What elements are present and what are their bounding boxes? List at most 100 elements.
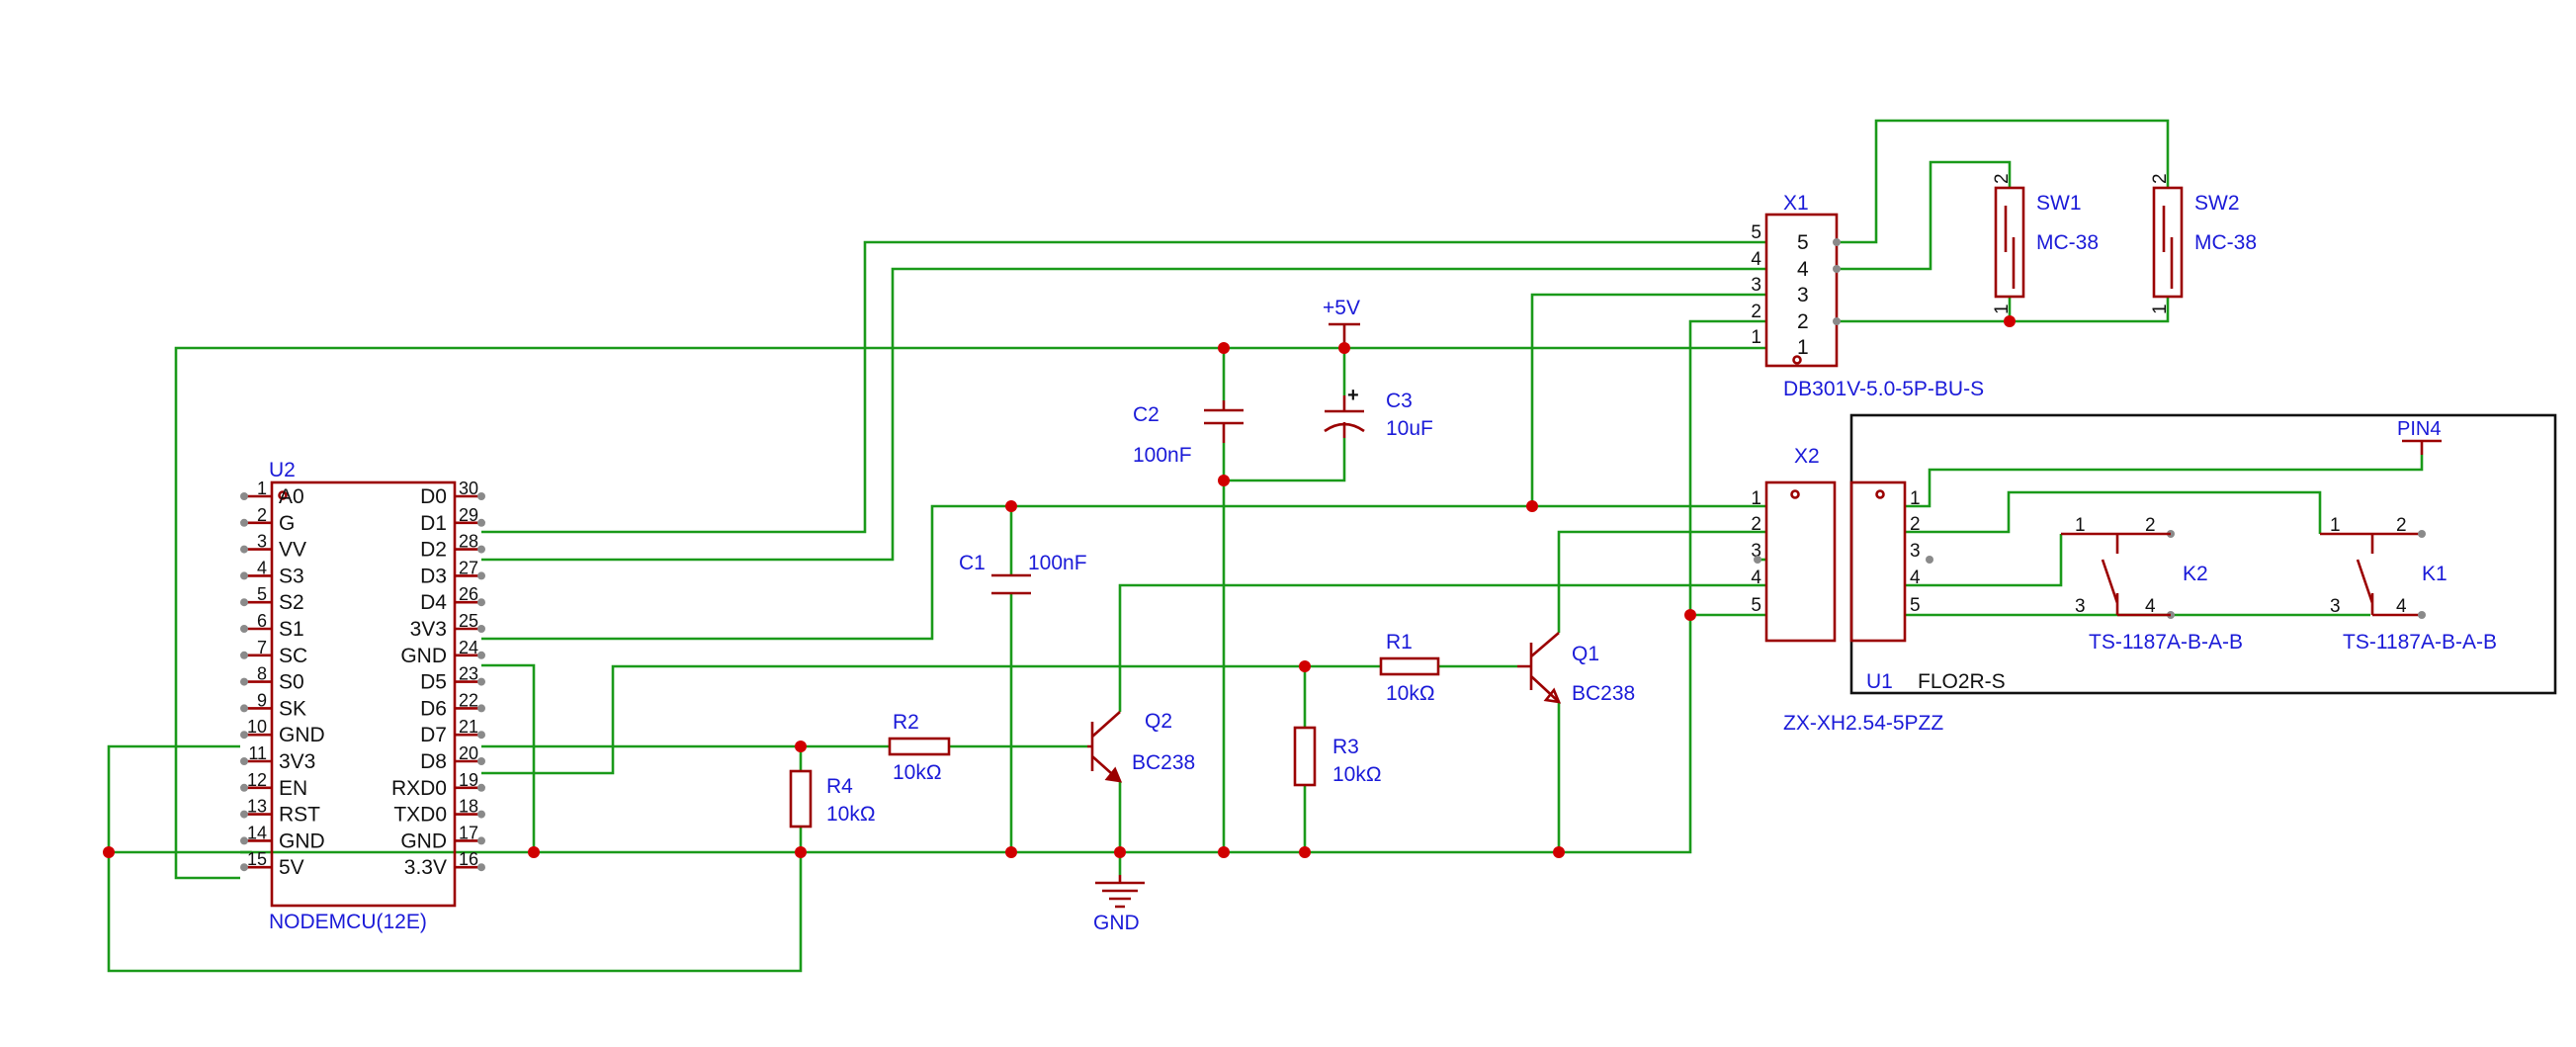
power-5v: +5V [1323, 297, 1360, 348]
transistor-q1: Q1 BC238 [1517, 632, 1635, 705]
u1-pin-5: 5 [1910, 595, 1921, 616]
u2-pin-end [240, 571, 248, 580]
u2-pin-end [477, 571, 485, 580]
q1-value: BC238 [1572, 682, 1635, 705]
junction-dot [1684, 609, 1696, 621]
resistor-r2: R2 10kΩ [888, 711, 951, 784]
x1-pinend [1833, 265, 1841, 273]
u2-pin-number: 29 [459, 505, 478, 525]
wire-5v-rail [174, 346, 1766, 880]
x1-pin-1: 1 [1751, 327, 1761, 348]
junction-dot [795, 846, 807, 858]
r2-body [888, 737, 951, 756]
u2-pin-end [240, 731, 248, 740]
resistor-r1: R1 10kΩ [1379, 631, 1440, 705]
c1-symbol [991, 573, 1031, 595]
x2-body [1764, 480, 1837, 643]
x2-pin1-marker [1790, 489, 1800, 499]
junction-dot [1299, 846, 1311, 858]
junction-dot [2004, 315, 2016, 327]
k2-ref: K2 [2183, 563, 2208, 585]
u2-pin-number: 18 [459, 797, 478, 817]
u2-pin-end [477, 492, 485, 500]
junction-dot [795, 741, 807, 752]
u2-pin-name: S1 [279, 618, 304, 641]
u1-pinend [1926, 556, 1933, 564]
u2-ref: U2 [269, 459, 296, 481]
x1-extpin-3: 3 [1797, 284, 1809, 306]
x2-pin-5: 5 [1751, 595, 1761, 616]
c3-symbol [1324, 395, 1365, 438]
wire-x1-4-sw1 [1837, 160, 2012, 271]
x2-value: ZX-XH2.54-5PZZ [1783, 712, 1943, 735]
wire-d2-x1-4 [481, 267, 1766, 562]
c2-symbol [1204, 400, 1244, 443]
q1-emitter-arrow [1543, 687, 1562, 704]
x2-pin-4: 4 [1751, 567, 1761, 588]
u2-pin-name: 5V [279, 856, 304, 879]
junction-dot [1218, 475, 1230, 486]
c3-polarity: + [1347, 385, 1359, 406]
sw1-ref: SW1 [2036, 192, 2082, 215]
u2-pin-name: D5 [420, 671, 447, 694]
sw2-pin-2: 2 [2150, 173, 2171, 184]
u2-pin-name: G [279, 512, 295, 535]
u2-pin-number: 12 [247, 770, 267, 790]
x1-pin-3: 3 [1751, 275, 1761, 296]
u2-pin-end [477, 598, 485, 607]
k1-pin-1: 1 [2330, 515, 2341, 536]
u2-pin-name: VV [279, 539, 306, 562]
r4-body [789, 769, 813, 829]
r1-ref: R1 [1386, 631, 1413, 654]
u2-pin-end [477, 757, 485, 765]
k1-pin-2: 2 [2396, 515, 2407, 536]
capacitor-c2: C2 100nF [1133, 400, 1244, 467]
wire-u1-2-k1 [1905, 490, 2322, 534]
u2-pin-name: S2 [279, 591, 304, 614]
r3-value: 10kΩ [1332, 763, 1382, 786]
x1-extpin-4: 4 [1797, 258, 1809, 281]
u2-pin-number: 14 [247, 823, 267, 842]
u2-pin-number: 19 [459, 770, 478, 790]
k2-contacts [2061, 532, 2119, 615]
sw1-contacts [2004, 206, 2016, 289]
gnd-label: GND [1093, 912, 1140, 934]
sw1-value: MC-38 [2036, 231, 2099, 254]
u2-pin-end [477, 863, 485, 872]
k1-pin-4: 4 [2396, 596, 2407, 617]
wire-gnd24 [481, 663, 536, 852]
u1-pin1-marker [1875, 489, 1885, 499]
sw2-ref: SW2 [2194, 192, 2240, 215]
u2-pin-number: 10 [247, 717, 267, 737]
u2-pin-end [240, 625, 248, 633]
wire-u1-4-k2 [1905, 534, 2063, 587]
junction-dot [103, 846, 115, 858]
u2-pin-number: 20 [459, 743, 478, 763]
u2-value: NODEMCU(12E) [269, 911, 427, 933]
u2-pin-end [240, 545, 248, 554]
r3-body [1293, 726, 1317, 787]
5v-label: +5V [1323, 297, 1360, 319]
sw1-body [1994, 186, 2025, 299]
x2-pin-3: 3 [1751, 541, 1761, 562]
junction-dot [1218, 342, 1230, 354]
u2-pin-end [240, 518, 248, 527]
u2-pin-number: 21 [459, 717, 478, 737]
q1-ref: Q1 [1572, 643, 1599, 665]
u2-pin-name: S0 [279, 671, 304, 694]
u2-pin-end [240, 651, 248, 659]
u2-pin-name: EN [279, 777, 307, 800]
r3-ref: R3 [1332, 736, 1359, 758]
r1-value: 10kΩ [1386, 682, 1435, 705]
u2-pin-end [477, 731, 485, 740]
u2-pin-number: 16 [459, 849, 478, 869]
c1-value: 100nF [1028, 552, 1087, 574]
q2-ref: Q2 [1145, 710, 1172, 733]
r4-value: 10kΩ [826, 803, 876, 826]
u2-pin-number: 4 [257, 558, 267, 577]
pin4-port-label: PIN4 [2397, 418, 2441, 440]
sw2-body [2152, 186, 2184, 299]
x1-extpin-2: 2 [1797, 310, 1809, 333]
wire-q2-collector [1118, 583, 1766, 712]
